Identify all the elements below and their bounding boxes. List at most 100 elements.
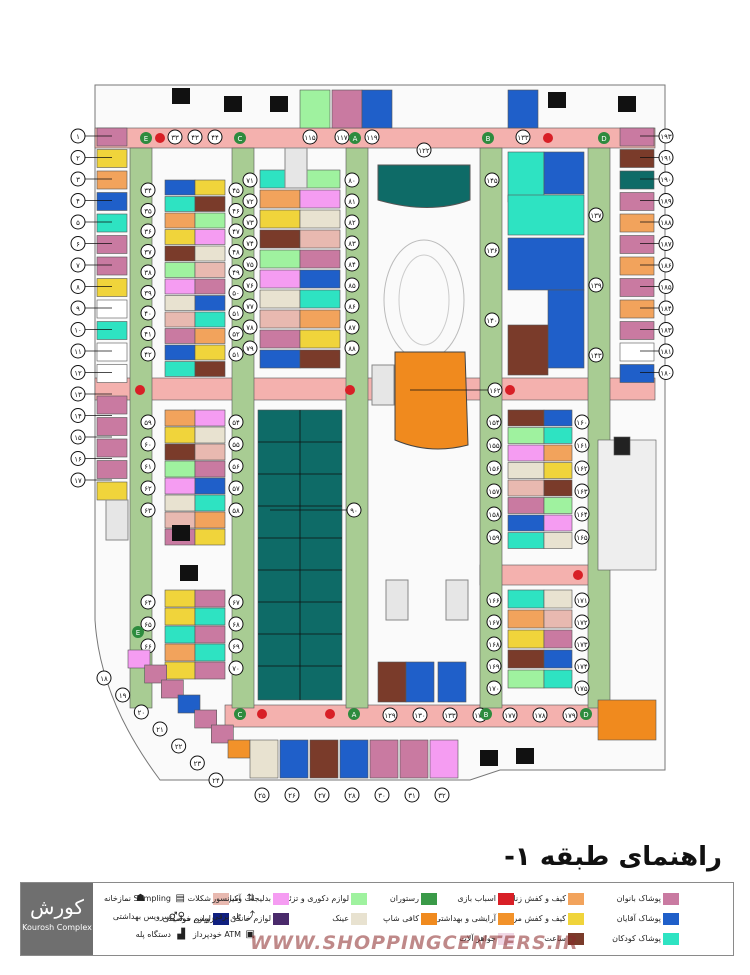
entrance-gate-marker (132, 626, 144, 638)
col3-unit-number: ۵۰ (232, 290, 240, 298)
legend-item: پوشاک کودکان (591, 931, 679, 947)
facility-icon (172, 88, 190, 104)
entrance-gate-letter: D (583, 711, 588, 719)
rcol3-unit-number: ۱۶۲ (576, 465, 588, 473)
col2b-unit-number: ۵۹ (144, 419, 152, 427)
left-shop (96, 235, 128, 254)
col2-unit-marker (140, 264, 156, 280)
left-unit-number: ۱۴ (74, 413, 82, 421)
col2b-unit-number: ۶۵ (144, 621, 152, 629)
legend-label: اسباب بازی (457, 894, 496, 903)
rcol3-unit-marker (574, 414, 590, 430)
col5-unit-marker (344, 172, 360, 188)
col3b-unit-number: ۶۹ (232, 643, 240, 651)
col5-unit-marker (344, 256, 360, 272)
col5-unit-marker (344, 193, 360, 209)
col4-unit-marker (242, 172, 258, 188)
arc-unit-marker (208, 772, 224, 788)
bottom-unit-number: ۱۷۹ (564, 712, 576, 720)
entrance-red-marker (345, 385, 355, 395)
col2b-unit-marker (140, 414, 156, 430)
grid-shop (259, 229, 301, 249)
top-shop (507, 89, 539, 129)
col2-top-unit-marker (167, 129, 183, 145)
grid-shop (194, 589, 226, 608)
right-unit-number: ۱۸۷ (660, 241, 672, 249)
col5-unit-marker (344, 298, 360, 314)
aisle-2 (345, 147, 369, 709)
rcol4-unit-number: ۱۶۶ (488, 597, 500, 605)
grid-shop (507, 649, 545, 669)
grid-shop (507, 629, 545, 649)
left-shop (96, 481, 128, 501)
right-unit-number: ۱۸۴ (660, 305, 672, 313)
escalator (445, 579, 469, 621)
col3-unit-number: ۵۱ (232, 351, 240, 359)
col4-unit-marker (242, 214, 258, 230)
col2b-unit-marker (140, 458, 156, 474)
col2-unit-marker (140, 346, 156, 362)
legend-facility-icon: ♀♂ (168, 911, 185, 922)
rcol2-unit-marker (486, 460, 502, 476)
grid-shop (507, 409, 545, 427)
right-block-shop (507, 237, 585, 291)
arc-shop (309, 739, 339, 779)
legend-label: پوشاک کودکان (612, 934, 661, 943)
arc-shop (161, 679, 184, 699)
rblock-unit-number: ۱۴۰ (486, 317, 497, 325)
col2b-unit-marker (140, 594, 156, 610)
legend-label: ساعت (544, 934, 566, 943)
rcol2-unit-number: ۱۵۴ (488, 419, 500, 427)
entrance-gate-marker (140, 132, 152, 144)
rcol4-unit-number: ۱۷۳ (576, 641, 588, 649)
rblock-unit-number: ۱۳۹ (590, 282, 602, 290)
legend-facility-icon: ▣ (245, 929, 255, 940)
left-unit-number: ۵ (76, 219, 80, 227)
legend-item: کیف و کفش زنانه (496, 891, 584, 907)
right-unit-number: ۱۸۹ (660, 198, 672, 206)
grid-shop (507, 427, 545, 444)
arc-shop (399, 739, 429, 779)
grid-shop (507, 609, 545, 629)
atrium-number: ۹۰ (350, 507, 358, 515)
right-unit-number: ۱۸۳ (660, 327, 672, 335)
rcol4-unit-number: ۱۷۴ (576, 663, 588, 671)
col3b-unit-marker (228, 616, 244, 632)
grid-shop (164, 328, 196, 344)
legend-icon-label: پله برقی (212, 912, 241, 921)
grid-shop (194, 426, 226, 444)
entrance-gate-letter: A (352, 711, 357, 719)
legend-label: کیف و کفش زنانه (506, 894, 566, 903)
left-unit-number: ۱۱ (74, 348, 82, 356)
corner-cafe (597, 699, 657, 741)
col2-unit-marker (140, 285, 156, 300)
arc-unit-marker (152, 721, 168, 737)
col5-unit-marker (344, 340, 360, 356)
left-shop (96, 321, 128, 340)
col4-unit-marker (242, 319, 258, 335)
right-shop (619, 299, 655, 319)
grid-shop (194, 311, 226, 328)
left-shop (96, 278, 128, 297)
grid-shop (164, 477, 196, 495)
rcol4-unit-number: ۱۶۷ (488, 619, 500, 627)
brand-logo: کورش Kourosh Complex (21, 883, 93, 955)
grid-shop (194, 212, 226, 229)
left-unit-number: ۷ (76, 262, 80, 270)
grid-shop (164, 443, 196, 461)
arc-unit-number: ۲۱ (156, 726, 164, 734)
watermark: WWW.SHOPPINGCENTERS.IR (250, 932, 579, 954)
legend-label: لوازم دکوری و تزئینی (277, 894, 349, 903)
upper-hall-number: ۱۲۲ (418, 147, 430, 155)
grid-shop (164, 589, 196, 608)
legend-swatch (213, 913, 229, 925)
grid-shop (299, 209, 341, 229)
grid-shop (543, 532, 573, 549)
grid-shop (194, 196, 226, 212)
rblock-unit-marker (484, 172, 500, 188)
legend-label: عینک (332, 914, 349, 923)
left-unit-number: ۳ (76, 176, 80, 184)
left-unit-number: ۱۰ (74, 327, 82, 335)
col2-top-unit-number: ۳۳ (171, 134, 179, 142)
col3-unit-number: ۴۹ (232, 269, 240, 277)
